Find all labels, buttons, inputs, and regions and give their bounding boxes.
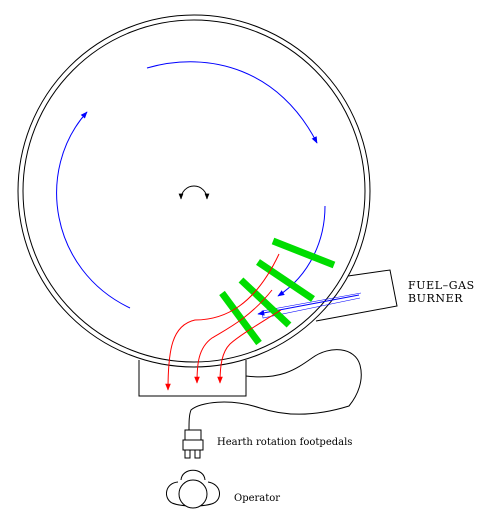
charge-bars bbox=[219, 237, 336, 346]
burner-housing bbox=[315, 269, 398, 322]
hearth-inner-wall bbox=[22, 19, 366, 363]
operator-label: Operator bbox=[234, 493, 280, 504]
flue-box bbox=[138, 360, 247, 397]
footpedals-label: Hearth rotation footpedals bbox=[217, 437, 352, 448]
pedal-cable bbox=[188, 349, 362, 431]
gas-flow-arrow bbox=[194, 289, 273, 384]
footpedal-icon bbox=[182, 429, 204, 459]
rotation-icon bbox=[178, 185, 210, 200]
burner-flame bbox=[261, 292, 362, 319]
charge-bar bbox=[238, 277, 292, 328]
burner-label-line2: BURNER bbox=[408, 292, 463, 305]
charge-bar bbox=[271, 237, 336, 269]
gas-flow-arrow bbox=[165, 253, 280, 391]
burner-label-line1: FUEL–GAS bbox=[408, 279, 475, 292]
gas-flow bbox=[165, 253, 282, 391]
charge-bar bbox=[256, 259, 315, 302]
hearth-outer-wall bbox=[17, 14, 371, 368]
charge-bar bbox=[219, 290, 262, 346]
operator-icon bbox=[166, 469, 220, 509]
gas-flow-arrow bbox=[217, 309, 282, 384]
hearth bbox=[17, 14, 371, 368]
rotation-arrow-left bbox=[56, 111, 131, 309]
rotation-arrow-top bbox=[146, 61, 318, 144]
rotation-arrows bbox=[56, 61, 326, 309]
